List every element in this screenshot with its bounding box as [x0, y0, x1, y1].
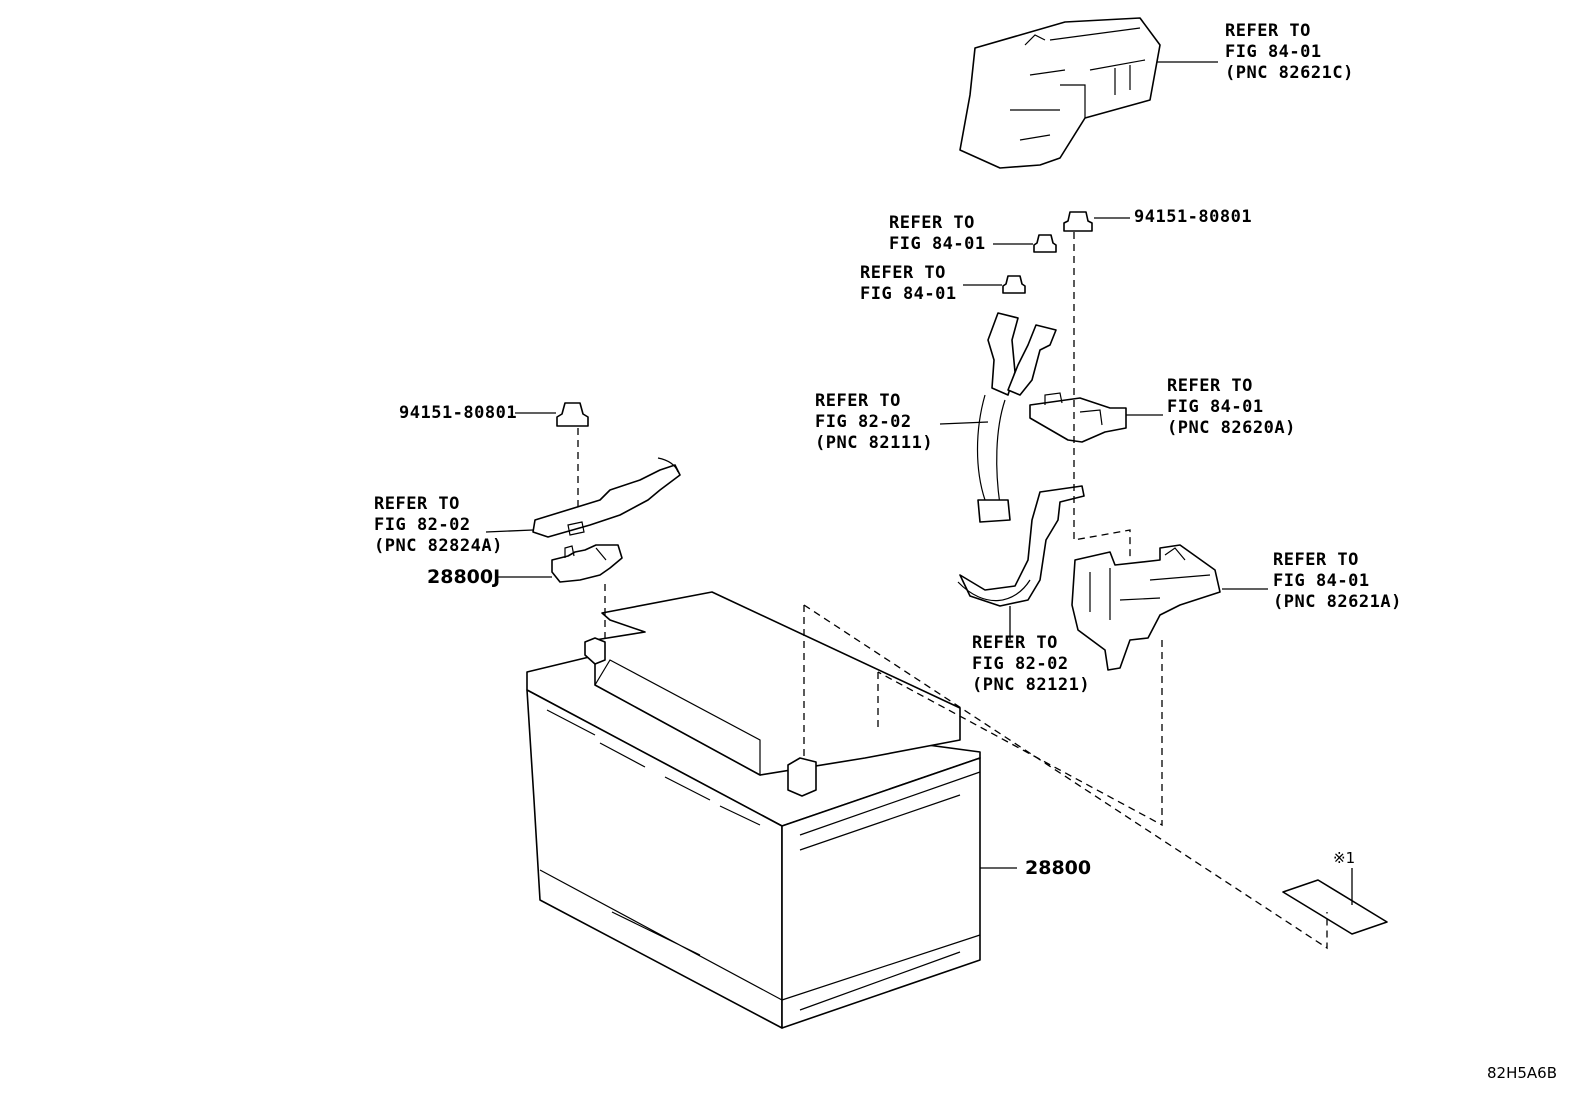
callout-line: (PNC 82824A): [374, 536, 503, 556]
callout-line: REFER TO: [374, 494, 460, 514]
cable-82111-drawing: [976, 312, 1057, 523]
diagram-code: 82H5A6B: [1487, 1064, 1557, 1082]
callout-line: FIG 82-02: [972, 654, 1069, 674]
nut-top-right-drawing: [1063, 211, 1093, 232]
callout-line: REFER TO: [972, 633, 1058, 653]
callout-line: (PNC 82620A): [1167, 418, 1296, 438]
part-number: 28800J: [427, 566, 501, 588]
callout-line: FIG 82-02: [815, 412, 912, 432]
callout-line: REFER TO: [1225, 21, 1311, 41]
callout-line: FIG 84-01: [860, 284, 957, 304]
callout-nut-fig-b: REFER TO FIG 84-01: [860, 263, 957, 305]
callout-battery-28800: 28800: [1025, 857, 1091, 879]
callout-line: FIG 84-01: [889, 234, 986, 254]
nut-fig-b-drawing: [1002, 275, 1026, 294]
clamp-28800j-drawing: [551, 544, 623, 583]
battery-28800-drawing: [526, 591, 981, 1029]
diagram-code-text: 82H5A6B: [1487, 1064, 1558, 1082]
note-mark: ※1: [1333, 849, 1356, 867]
callout-nut-top-right: 94151-80801: [1134, 207, 1252, 228]
callout-nut-left: 94151-80801: [399, 403, 517, 424]
callout-cable-82121: REFER TO FIG 82-02 (PNC 82121): [972, 633, 1090, 696]
callout-fuse-82621a: REFER TO FIG 84-01 (PNC 82621A): [1273, 550, 1402, 613]
callout-line: (PNC 82111): [815, 433, 934, 453]
callout-label-note: ※1: [1333, 849, 1355, 867]
cable-82824a-drawing: [532, 457, 681, 538]
battery-cover-drawing: [959, 17, 1161, 169]
fuse-block-82621a-drawing: [1071, 544, 1221, 671]
callout-line: REFER TO: [1167, 376, 1253, 396]
callout-line: FIG 84-01: [1167, 397, 1264, 417]
callout-cover-82621c: REFER TO FIG 84-01 (PNC 82621C): [1225, 21, 1354, 84]
leader-lines: [485, 61, 1353, 905]
part-number: 28800: [1025, 857, 1092, 879]
callout-cable-82111: REFER TO FIG 82-02 (PNC 82111): [815, 391, 933, 454]
nut-left-drawing: [556, 402, 589, 427]
part-number: 94151-80801: [1134, 207, 1253, 227]
callout-line: (PNC 82621A): [1273, 592, 1402, 612]
callout-line: FIG 84-01: [1225, 42, 1322, 62]
callout-cable-82824a: REFER TO FIG 82-02 (PNC 82824A): [374, 494, 503, 557]
callout-line: REFER TO: [1273, 550, 1359, 570]
callout-line: (PNC 82621C): [1225, 63, 1354, 83]
part-number: 94151-80801: [399, 403, 518, 423]
terminal-block-82620a-drawing: [1029, 392, 1127, 443]
callout-line: REFER TO: [889, 213, 975, 233]
callout-line: REFER TO: [860, 263, 946, 283]
cable-82121-drawing: [957, 485, 1085, 607]
callout-line: FIG 84-01: [1273, 571, 1370, 591]
callout-line: FIG 82-02: [374, 515, 471, 535]
callout-line: REFER TO: [815, 391, 901, 411]
nut-fig-a-drawing: [1033, 234, 1057, 253]
callout-line: (PNC 82121): [972, 675, 1091, 695]
callout-block-82620a: REFER TO FIG 84-01 (PNC 82620A): [1167, 376, 1296, 439]
dashed-assembly-lines: [577, 232, 1328, 950]
label-sticker-drawing: [1282, 879, 1388, 935]
callout-clamp-28800j: 28800J: [427, 566, 500, 588]
callout-nut-fig-a: REFER TO FIG 84-01: [889, 213, 986, 255]
